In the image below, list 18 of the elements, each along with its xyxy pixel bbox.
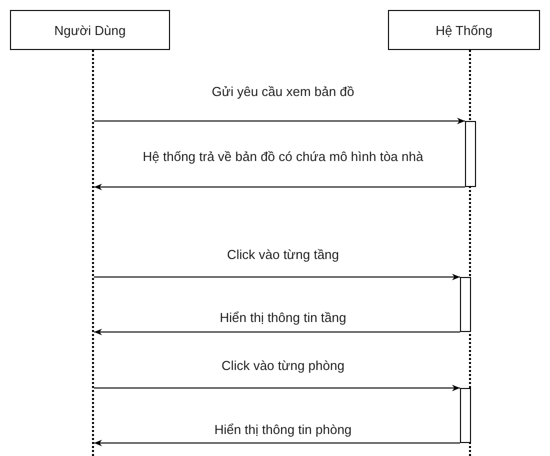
lifeline xyxy=(92,50,94,456)
edge-label: Click vào từng tầng xyxy=(226,247,340,262)
edge-label: Gửi yêu cầu xem bản đồ xyxy=(212,84,354,99)
edge-label: Hiển thị thông tin phòng xyxy=(214,422,352,437)
edge-label: Hiển thị thông tin tầng xyxy=(220,310,346,325)
activation-bar xyxy=(460,277,471,332)
message-arrow xyxy=(94,118,466,124)
activation-bar xyxy=(465,121,476,187)
message-arrow xyxy=(94,184,466,190)
message-arrow xyxy=(94,274,460,280)
message-arrow xyxy=(94,328,460,336)
participant-box: Người Dùng xyxy=(10,10,170,50)
activation-bar xyxy=(460,388,471,443)
edge-label: Hệ thống trả về bản đồ có chứa mô hình tòa nhà xyxy=(142,149,424,164)
message-arrow xyxy=(94,384,460,392)
message-arrow xyxy=(94,440,460,446)
edge-label: Click vào từng phòng xyxy=(222,358,344,373)
participant-box: Hệ Thống xyxy=(388,10,540,50)
